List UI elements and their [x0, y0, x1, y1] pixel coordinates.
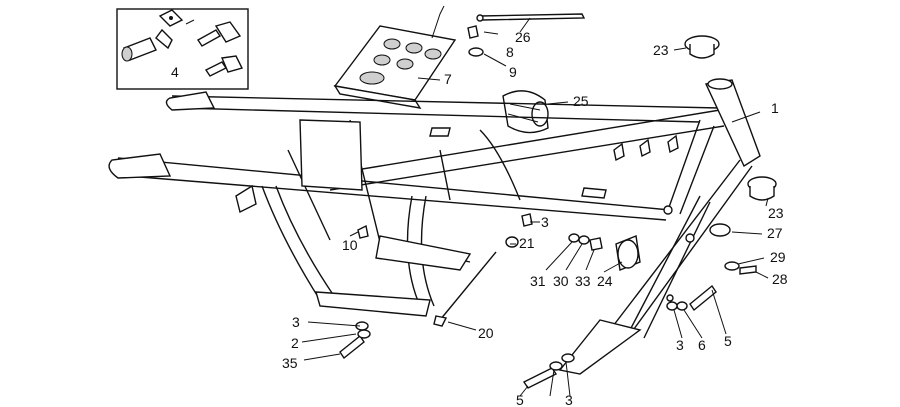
callout-29: 29 [770, 249, 786, 265]
callout-9: 9 [509, 64, 517, 80]
callout-6: 6 [698, 337, 706, 353]
inset-ignition-lock [116, 8, 249, 90]
callout-26: 26 [515, 29, 531, 45]
callout-30: 30 [553, 273, 569, 289]
callout-3-bottom: 3 [565, 392, 573, 407]
rubber-block [615, 235, 641, 271]
callout-3-right: 3 [676, 337, 684, 353]
grommet-top [684, 35, 720, 59]
rubber-cover [502, 90, 549, 134]
callout-33: 33 [575, 273, 591, 289]
callout-3-center: 3 [541, 214, 549, 230]
callout-3-left: 3 [292, 314, 300, 330]
bolt-and-washer [467, 25, 484, 57]
callout-labels: 1 4 7 8 9 26 23 25 23 27 29 28 10 3 21 3… [171, 29, 788, 407]
callout-31: 31 [530, 273, 546, 289]
callout-8: 8 [506, 44, 514, 60]
callout-10: 10 [342, 237, 358, 253]
leader-lines [301, 17, 769, 397]
callout-4: 4 [171, 64, 179, 80]
callout-21: 21 [519, 235, 535, 251]
callout-28: 28 [772, 271, 788, 287]
callout-27: 27 [767, 225, 783, 241]
main-frame [108, 78, 761, 375]
callout-5-right: 5 [724, 333, 732, 349]
callout-2: 2 [291, 335, 299, 351]
callout-24: 24 [597, 273, 613, 289]
callout-23-right: 23 [768, 205, 784, 221]
callout-20: 20 [478, 325, 494, 341]
strap [476, 13, 586, 22]
battery-tray [333, 5, 457, 109]
small-hardware [339, 213, 757, 389]
callout-23-top: 23 [653, 42, 669, 58]
callout-7: 7 [444, 71, 452, 87]
grommet-right [747, 176, 777, 201]
callout-25: 25 [573, 93, 589, 109]
callout-1: 1 [771, 100, 779, 116]
callout-35: 35 [282, 355, 298, 371]
callout-5-bottom: 5 [516, 392, 524, 407]
